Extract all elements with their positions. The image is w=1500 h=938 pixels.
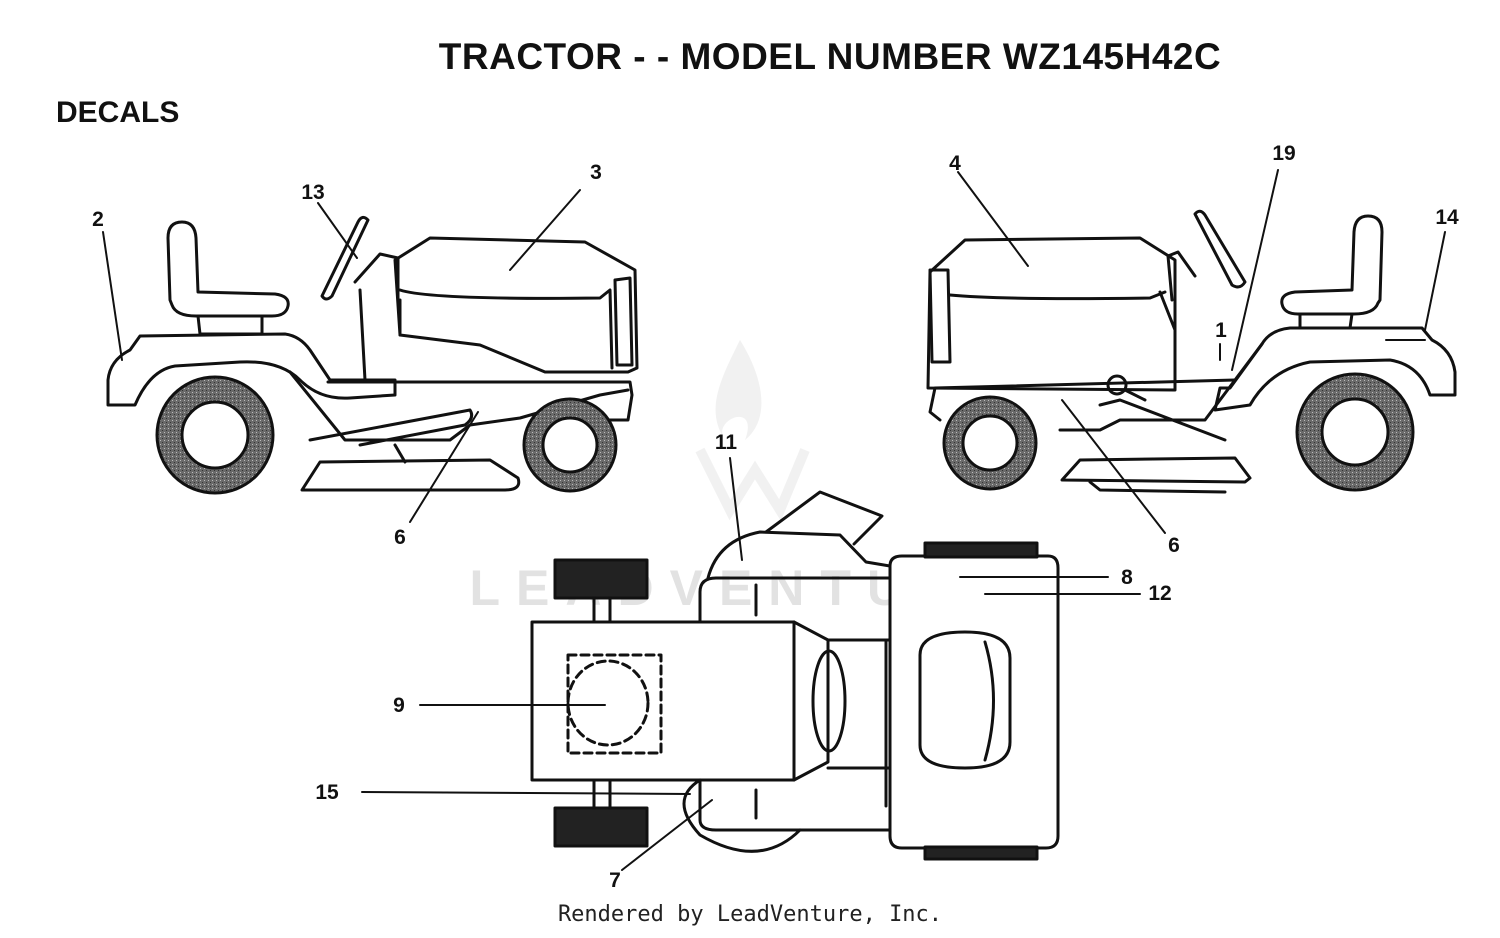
tractor-top-view: [530, 490, 1060, 861]
callout-7: 7: [609, 869, 621, 892]
callout-8: 8: [1121, 566, 1133, 589]
leader-lines: [102, 169, 1446, 871]
callout-4: 4: [949, 152, 961, 175]
section-label: DECALS: [56, 96, 180, 129]
callout-15: 15: [315, 781, 339, 804]
callout-labels: 2 13 3 6 4 19 14 1 6 11 8 12 9 15 7: [92, 142, 1459, 892]
watermark-logo-icon: [695, 340, 810, 521]
callout-19: 19: [1272, 142, 1295, 165]
callout-3: 3: [590, 161, 602, 184]
callout-9: 9: [393, 694, 405, 717]
footer-credit: Rendered by LeadVenture, Inc.: [557, 902, 943, 927]
right-tractor-side-view: [926, 209, 1457, 494]
callout-14: 14: [1435, 206, 1459, 229]
callout-1: 1: [1215, 319, 1227, 342]
callout-6-left: 6: [394, 526, 406, 549]
callout-2: 2: [92, 208, 104, 231]
callout-12: 12: [1148, 582, 1171, 605]
page-title: TRACTOR - - MODEL NUMBER WZ145H42C: [438, 36, 1222, 77]
callout-13: 13: [301, 181, 324, 204]
callout-6-right: 6: [1168, 534, 1180, 557]
left-tractor-side-view: [106, 215, 639, 495]
callout-11: 11: [715, 431, 738, 454]
